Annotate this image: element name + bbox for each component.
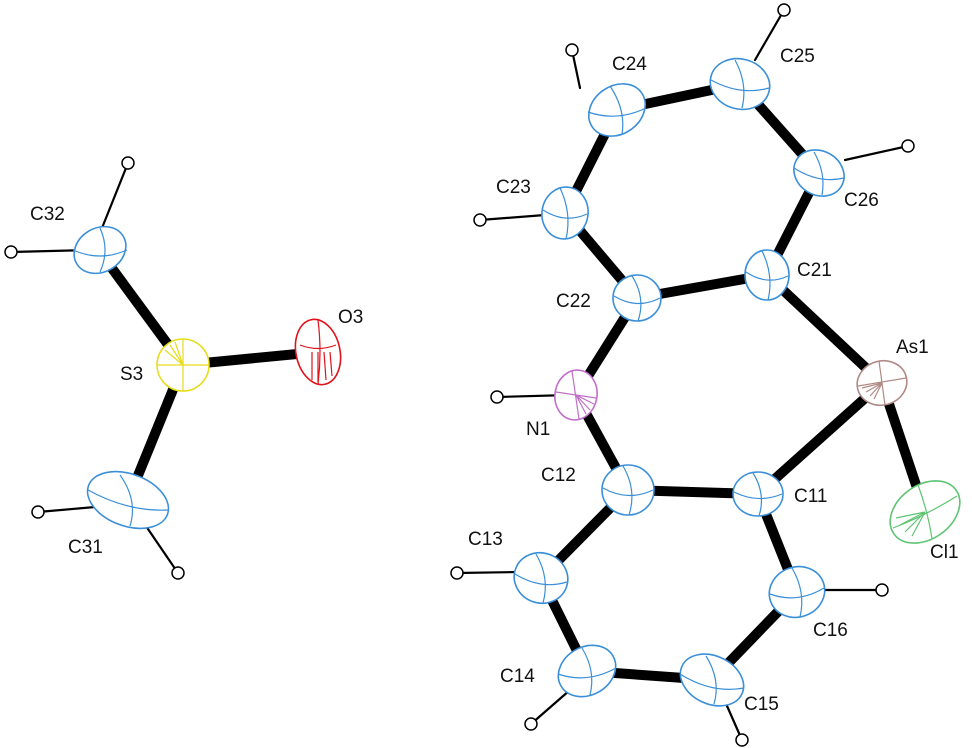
- atom-c32: [72, 225, 128, 275]
- label-c14: C14: [500, 666, 535, 687]
- label-n1: N1: [526, 419, 550, 440]
- atom-as1: [856, 359, 908, 407]
- atom-c12: [601, 464, 655, 516]
- atom-n1: [554, 369, 598, 421]
- bond-c14-h: [529, 688, 572, 726]
- label-c15: C15: [744, 694, 779, 715]
- label-c31: C31: [68, 537, 103, 558]
- hydrogen-atom: [121, 156, 135, 170]
- atom-cl1: [889, 480, 961, 544]
- dmso-molecule: C32 S3 O3 C31: [4, 156, 363, 580]
- atom-c23: [541, 186, 589, 240]
- atom-c13: [513, 551, 569, 605]
- hydrogen-atom: [875, 583, 889, 597]
- hydrogen-atom: [171, 566, 185, 580]
- atom-c22: [612, 274, 662, 322]
- hydrogen-atom: [565, 43, 579, 57]
- hydrogen-atom: [473, 213, 487, 227]
- bond-c26-h: [843, 144, 910, 162]
- atom-c21: [744, 249, 790, 301]
- hydrogen-atom: [901, 139, 915, 153]
- atom-c15: [679, 653, 745, 707]
- hydrogen-atom: [735, 733, 749, 747]
- bond-c21-as1: [762, 270, 887, 388]
- bond-c23-h: [478, 213, 547, 222]
- hydrogen-atom: [31, 505, 45, 519]
- atom-c31: [86, 470, 170, 530]
- hydrogen-atom: [4, 245, 18, 259]
- label-as1: As1: [896, 337, 929, 358]
- atom-s3: [156, 338, 210, 392]
- atom-c26: [793, 149, 845, 197]
- label-c11: C11: [794, 486, 827, 507]
- label-c12: C12: [541, 465, 576, 486]
- arsenic-molecule: C24 C25 C23 C26 C22 C21 As1 N1 C12 C11 C…: [450, 3, 961, 747]
- hydrogen-atom: [450, 566, 464, 580]
- label-o3: O3: [338, 307, 363, 328]
- label-c21: C21: [797, 260, 832, 281]
- atom-c16: [768, 565, 826, 619]
- label-c25: C25: [780, 46, 815, 67]
- atom-c24: [587, 83, 647, 137]
- atom-o3: [294, 318, 342, 386]
- atom-c25: [709, 57, 771, 111]
- label-c16: C16: [813, 620, 848, 641]
- label-c23: C23: [496, 177, 531, 198]
- label-c26: C26: [844, 190, 879, 211]
- label-c13: C13: [468, 529, 503, 550]
- label-c22: C22: [556, 291, 591, 312]
- bond-c25-h: [753, 8, 786, 62]
- label-s3: S3: [120, 364, 143, 385]
- hydrogen-atom: [777, 3, 791, 17]
- hydrogen-atom: [490, 390, 504, 404]
- atom-c11: [732, 471, 784, 517]
- bond-c13-h: [455, 570, 522, 575]
- label-c32: C32: [30, 204, 65, 225]
- atom-c14: [557, 644, 617, 698]
- bond-as1-c11: [753, 378, 887, 499]
- label-c24: C24: [612, 54, 647, 75]
- label-cl1: Cl1: [930, 542, 959, 563]
- bond-c32-h: [98, 161, 130, 235]
- hydrogen-atom: [524, 717, 538, 731]
